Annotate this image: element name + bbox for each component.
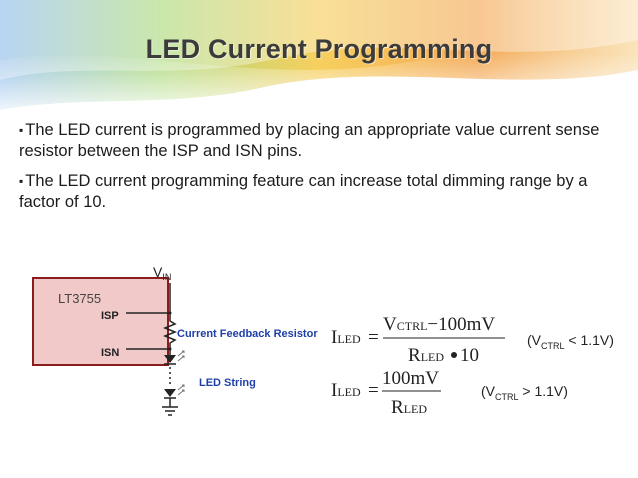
multiply-dot [451,352,457,358]
bullet-text: The LED current programming feature can … [19,172,588,211]
chip-label: LT3755 [58,291,101,306]
bullet-marker-icon: ▪ [19,174,24,188]
vin-label: VIN [153,264,171,282]
light-emission-arrows-icon [177,350,185,362]
led-diode-icon [164,355,176,363]
equals-sign: = [368,327,379,348]
pin-isn-label: ISN [101,347,119,359]
lt3755-chip-block [32,277,169,366]
eq1-condition: (VCTRL < 1.1V) [527,332,614,351]
eq2-numerator: 100mV [382,368,439,389]
led-circuit-schematic: LT3755 ISP ISN VIN Current Feedback Resi… [32,264,318,416]
led-string-label: LED String [199,377,256,389]
equation-1: ILED = VCTRL−100mV RLED 10 [331,314,505,366]
equals-sign: = [368,380,379,401]
eq1-denominator-factor: 10 [460,345,479,366]
bullet-item: ▪The LED current is programmed by placin… [19,120,619,162]
pin-isp-label: ISP [101,310,119,322]
bullet-item: ▪The LED current programming feature can… [19,171,619,213]
eq1-denominator: RLED [408,345,444,366]
bullet-text: The LED current is programmed by placing… [19,121,600,160]
slide-title: LED Current Programming [145,34,493,64]
eq2-condition: (VCTRL > 1.1V) [481,383,568,402]
eq1-numerator: VCTRL−100mV [383,314,495,335]
equation-2: ILED = 100mV RLED [331,368,441,418]
sense-resistor-icon [162,313,178,349]
resistor-label: Current Feedback Resistor [177,328,318,340]
bullet-list: ▪The LED current is programmed by placin… [19,120,619,222]
eq1-lhs: ILED [331,327,361,348]
ground-icon [162,406,178,416]
eq2-lhs: ILED [331,380,361,401]
bullet-marker-icon: ▪ [19,123,24,137]
light-emission-arrows-icon [177,384,185,396]
led-diode-icon [164,389,176,397]
eq2-denominator: RLED [391,397,427,418]
